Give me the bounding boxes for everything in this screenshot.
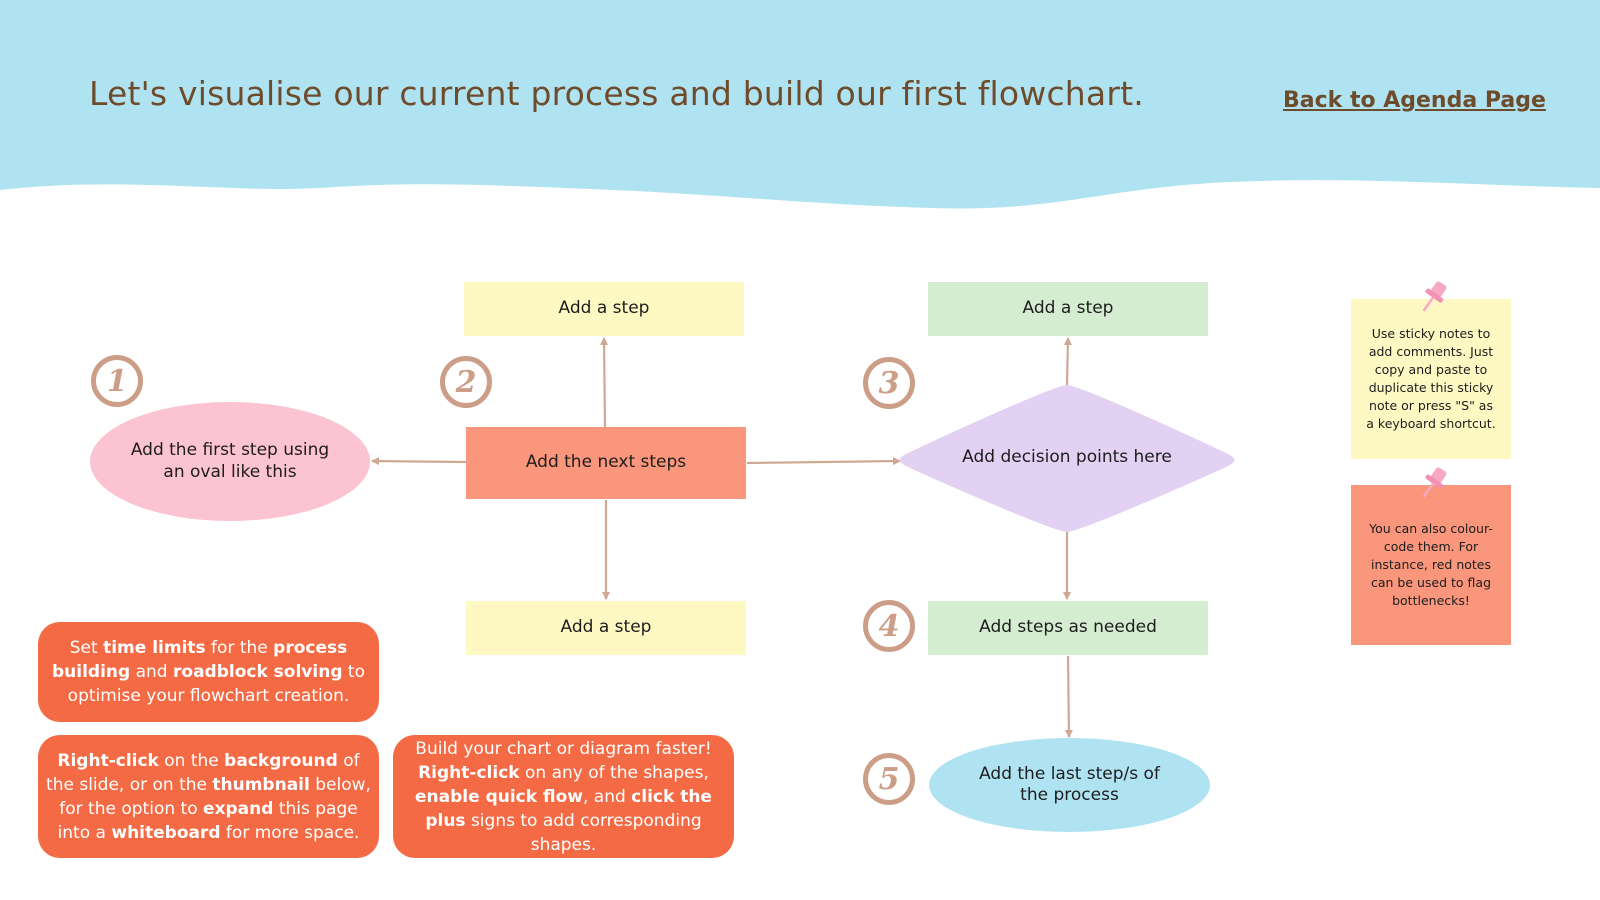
tip-text-run: for more space. bbox=[220, 822, 360, 843]
step-number-5-icon: 5 bbox=[863, 753, 915, 805]
tip-text: Set time limits for the process building… bbox=[46, 636, 371, 708]
sticky-note-yellow[interactable]: Use sticky notes to add comments. Just c… bbox=[1351, 299, 1511, 459]
steps-needed-label: Add steps as needed bbox=[979, 617, 1157, 638]
tip-text-run: on the bbox=[158, 750, 225, 771]
connector-to-top-step bbox=[600, 337, 609, 428]
tip-emphasis: process building bbox=[52, 638, 348, 682]
tip-right-click-background: Right-click on the background of the sli… bbox=[38, 735, 379, 858]
tip-emphasis: roadblock solving bbox=[173, 662, 343, 682]
tip-text-run: Set bbox=[69, 638, 104, 658]
tip-text-run: this page into a bbox=[57, 798, 358, 843]
decision-label: Add decision points here bbox=[962, 447, 1172, 468]
last-step-oval[interactable]: Add the last step/s of the process bbox=[929, 738, 1210, 832]
step-number-1-icon: 1 bbox=[91, 355, 143, 407]
tip-emphasis: Right-click bbox=[57, 750, 159, 771]
tip-emphasis: click the plus bbox=[425, 786, 712, 831]
connector-to-decision bbox=[746, 457, 901, 466]
sticky-note-yellow-text: Use sticky notes to add comments. Just c… bbox=[1366, 326, 1496, 431]
tip-text-run: for the bbox=[205, 638, 274, 658]
step-number-2-icon: 2 bbox=[440, 356, 492, 408]
tip-emphasis: expand bbox=[203, 798, 274, 819]
first-step-oval[interactable]: Add the first step using an oval like th… bbox=[90, 402, 370, 521]
tip-emphasis: thumbnail bbox=[212, 774, 310, 795]
tip-emphasis: whiteboard bbox=[111, 822, 221, 843]
connector-to-last-step bbox=[1064, 655, 1073, 738]
right-top-step-label: Add a step bbox=[1022, 298, 1114, 319]
bottom-step-box[interactable]: Add a step bbox=[466, 601, 746, 655]
step-number-4-icon: 4 bbox=[863, 600, 915, 652]
first-step-label: Add the first step using an oval like th… bbox=[130, 440, 330, 482]
tip-text-run: of the slide, or on the bbox=[46, 750, 360, 795]
sticky-note-red-text: You can also colour-code them. For insta… bbox=[1369, 521, 1493, 608]
page-title: Let's visualise our current process and … bbox=[89, 74, 1144, 113]
connector-to-oval bbox=[371, 457, 467, 466]
tip-text-run: , and bbox=[582, 786, 632, 807]
next-steps-label: Add the next steps bbox=[525, 452, 687, 473]
tip-emphasis: Right-click bbox=[418, 762, 520, 783]
tip-text-run: signs to add corresponding shapes. bbox=[465, 810, 702, 855]
top-step-label: Add a step bbox=[558, 298, 650, 319]
tip-text-run: Build your chart or diagram faster! bbox=[415, 738, 712, 759]
tip-text-run: to optimise your flowchart creation. bbox=[67, 662, 365, 706]
tip-text-run: on any of the shapes, bbox=[519, 762, 709, 783]
sticky-note-red[interactable]: You can also colour-code them. For insta… bbox=[1351, 485, 1511, 645]
back-to-agenda-link[interactable]: Back to Agenda Page bbox=[1283, 88, 1546, 113]
connector-decision-to-top-step bbox=[1063, 337, 1072, 386]
decision-label-wrap: Add decision points here bbox=[930, 430, 1204, 486]
pushpin-icon bbox=[1422, 281, 1447, 312]
bottom-step-label: Add a step bbox=[560, 617, 652, 638]
tip-text: Build your chart or diagram faster! Righ… bbox=[401, 737, 726, 857]
steps-needed-box[interactable]: Add steps as needed bbox=[928, 601, 1208, 655]
tip-emphasis: enable quick flow bbox=[415, 786, 583, 807]
tip-emphasis: background bbox=[224, 750, 338, 771]
top-step-box[interactable]: Add a step bbox=[464, 282, 744, 336]
next-steps-box[interactable]: Add the next steps bbox=[466, 427, 746, 499]
tip-time-limits: Set time limits for the process building… bbox=[38, 622, 379, 722]
last-step-label: Add the last step/s of the process bbox=[979, 763, 1160, 805]
pushpin-icon bbox=[1422, 467, 1447, 498]
tip-text-run: below, for the option to bbox=[59, 774, 371, 819]
header-banner bbox=[0, 0, 1600, 209]
tip-emphasis: time limits bbox=[103, 638, 206, 658]
right-top-step-box[interactable]: Add a step bbox=[928, 282, 1208, 336]
tip-text-run: and bbox=[130, 662, 173, 682]
tip-build-faster: Build your chart or diagram faster! Righ… bbox=[393, 735, 734, 858]
tip-text: Right-click on the background of the sli… bbox=[46, 749, 371, 845]
step-number-3-icon: 3 bbox=[863, 357, 915, 409]
